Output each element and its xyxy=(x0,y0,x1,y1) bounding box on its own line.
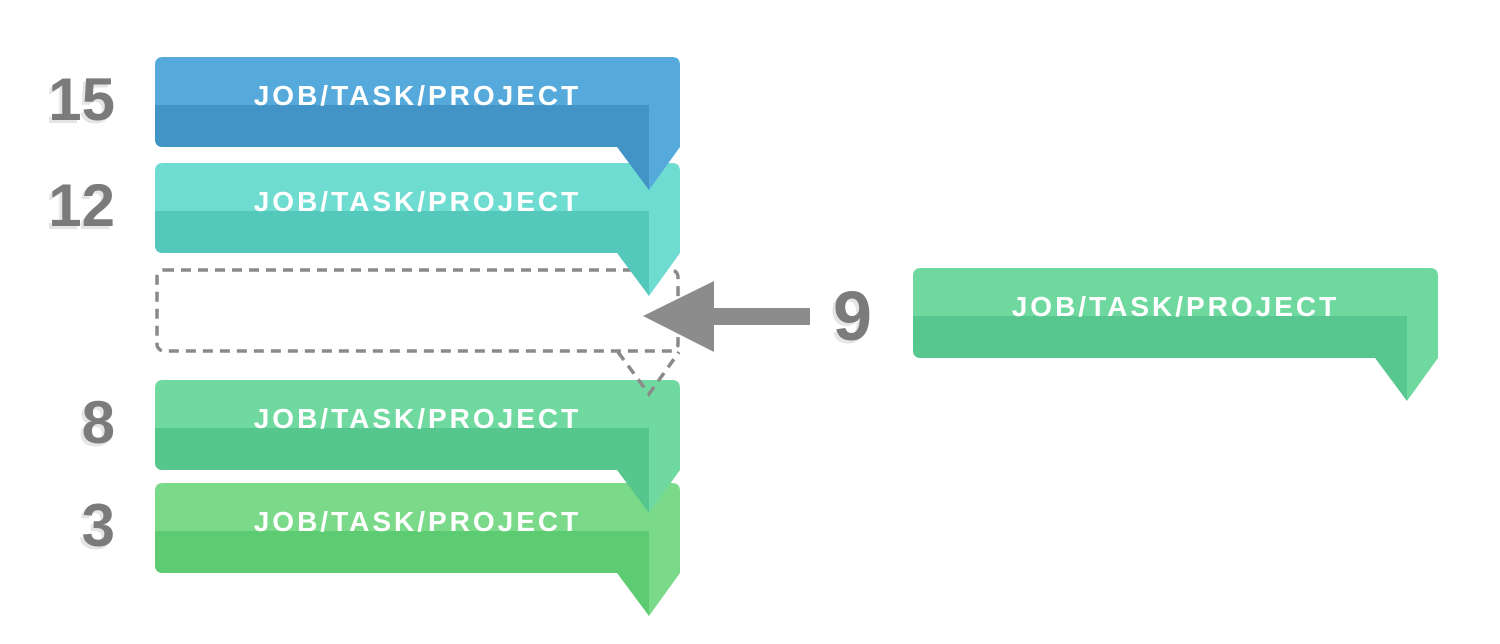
priority-number: 15 xyxy=(48,66,115,133)
job-banner xyxy=(913,268,1438,401)
banner-label: JOB/TASK/PROJECT xyxy=(253,186,582,217)
banner-tail-icon xyxy=(1375,358,1407,401)
priority-number: 8 xyxy=(81,389,115,456)
job-banner xyxy=(155,380,680,513)
banner-label: JOB/TASK/PROJECT xyxy=(253,403,582,434)
incoming-banner-slot: JOB/TASK/PROJECT xyxy=(913,268,1438,402)
priority-number: 12 xyxy=(48,172,115,239)
job-banner xyxy=(155,57,680,190)
queue-slot-1: JOB/TASK/PROJECT xyxy=(155,57,680,191)
priority-number: 3 xyxy=(81,492,115,559)
banner-tail-icon xyxy=(617,147,649,190)
banner-tail-icon xyxy=(617,573,649,616)
arrow-left-icon xyxy=(643,281,810,352)
queue-slot-4: JOB/TASK/PROJECT xyxy=(155,380,680,514)
job-banner xyxy=(155,483,680,616)
queue-slot-5: JOB/TASK/PROJECT xyxy=(155,483,680,617)
banner-tail-icon xyxy=(617,253,649,296)
banner-label: JOB/TASK/PROJECT xyxy=(1011,291,1340,322)
incoming-priority-number: 9 xyxy=(833,277,872,355)
banner-label: JOB/TASK/PROJECT xyxy=(253,506,582,537)
banner-label: JOB/TASK/PROJECT xyxy=(253,80,582,111)
job-banner xyxy=(155,163,680,296)
banner-tail-icon xyxy=(617,470,649,513)
dashed-tail-icon xyxy=(616,350,681,397)
queue-slot-2: JOB/TASK/PROJECT xyxy=(155,163,680,297)
